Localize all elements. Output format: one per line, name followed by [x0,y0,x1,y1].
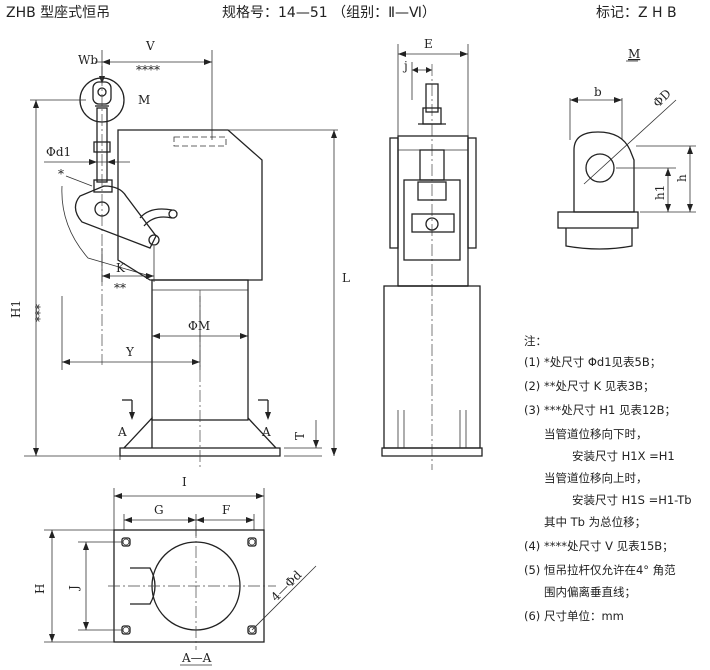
dim-t: T [293,432,307,440]
note-item: (3) ***处尺寸 H1 见表12B； [524,403,676,417]
detail-m-view: M b ΦD h1 h [557,47,696,250]
front-view: Wb V **** M Φd1 * K ** ΦM Y A A L H1 ***… [9,39,350,470]
dim-h1-stars: *** [33,304,47,322]
dim-f: F [222,503,230,517]
dim-wb: Wb [78,53,98,67]
dim-l: L [342,271,350,285]
section-aa-title: A—A [181,651,212,665]
dim-h1: H1 [9,300,23,318]
dim-h1-lug: h1 [653,185,667,200]
dim-g: G [154,503,164,517]
dim-j-plate: J [67,585,81,592]
dim-k: K [116,261,126,275]
note-item: (4) ****处尺寸 V 见表15B； [524,539,674,553]
dim-e: E [424,37,433,51]
dim-h-lug: h [675,174,689,182]
note-item: 其中 Tb 为总位移； [544,515,646,529]
dim-i: I [182,475,187,489]
dim-y: Y [125,345,135,359]
section-mark-a-left: A [117,425,127,439]
note-item: 安装尺寸 H1X =H1 [572,449,675,463]
note-item: 当管道位移向上时， [544,471,648,485]
note-item: (2) **处尺寸 K 见表3B； [524,379,655,393]
dim-phi-d: ΦD [650,86,674,110]
dim-v-stars: **** [136,63,160,77]
drawing-mark: 标记：Z H B [596,5,677,21]
notes-title: 注： [524,334,547,348]
note-item: 当管道位移向下时， [544,427,648,441]
drawing-title: ZHB 型座式恒吊 [6,5,110,21]
note-item: (6) 尺寸单位：mm [524,609,624,623]
section-aa-view: I G F H J 4—Φd A—A [33,475,317,666]
notes-block: 注： (1) *处尺寸 Φd1见表5B； (2) **处尺寸 K 见表3B； (… [524,334,692,623]
spec-number: 规格号：14—51 （组别：Ⅱ—Ⅵ） [222,5,436,21]
note-item: 围内偏离垂直线； [544,585,636,599]
dim-h-plate: H [33,584,47,594]
dim-k-stars: ** [114,281,126,295]
dim-phi-m: ΦM [188,319,210,333]
dim-v: V [145,39,155,53]
section-mark-a-right: A [261,425,271,439]
mark-star: * [58,167,64,181]
dim-b: b [594,85,602,99]
note-item: 安装尺寸 H1S =H1-Tb [572,493,692,507]
detail-m-title: M [628,47,640,61]
dim-phi-d1: Φd1 [46,145,71,159]
label-m: M [138,93,150,107]
dim-j: j [402,59,408,73]
note-item: (1) *处尺寸 Φd1见表5B； [524,355,661,369]
note-item: (5) 恒吊拉杆仅允许在4° 角范 [524,563,676,577]
side-view: E j [381,37,483,470]
